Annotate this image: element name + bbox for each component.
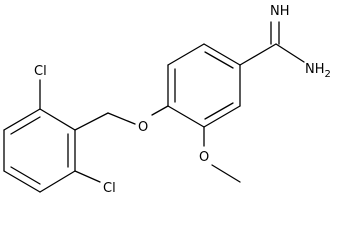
bond xyxy=(39,108,76,131)
ether-oxygen-label: O xyxy=(138,120,148,135)
bond xyxy=(239,43,277,66)
bond xyxy=(203,43,241,66)
amidine-group xyxy=(239,21,305,66)
bond xyxy=(3,170,41,193)
double-bond-inner xyxy=(10,166,41,185)
bond xyxy=(151,105,169,116)
chlorine-top-label: Cl xyxy=(34,64,47,79)
bond xyxy=(3,108,41,131)
double-bond-inner xyxy=(10,116,41,135)
bond xyxy=(39,170,76,193)
amine-label: NH2 xyxy=(305,62,331,80)
bond xyxy=(211,164,241,183)
bond xyxy=(74,170,101,183)
chlorine-bottom-label: Cl xyxy=(103,181,116,196)
bond xyxy=(107,112,136,125)
chlorine-substituents xyxy=(39,79,101,183)
double-bond-inner xyxy=(204,51,234,69)
benzamidine-ring xyxy=(167,43,241,128)
bond xyxy=(167,105,205,128)
bond xyxy=(203,105,241,128)
bond xyxy=(275,43,305,63)
bond xyxy=(167,43,205,66)
methoxy-oxygen-label: O xyxy=(199,150,209,165)
double-bond-inner xyxy=(204,102,234,120)
benzyloxy-linker xyxy=(74,105,169,131)
dichlorophenyl-ring xyxy=(3,108,76,193)
methoxy-group xyxy=(203,126,241,183)
bond xyxy=(74,112,109,131)
imine-label: NH xyxy=(270,4,290,19)
molecule-structure: NH NH2 O O Cl Cl xyxy=(3,4,331,196)
